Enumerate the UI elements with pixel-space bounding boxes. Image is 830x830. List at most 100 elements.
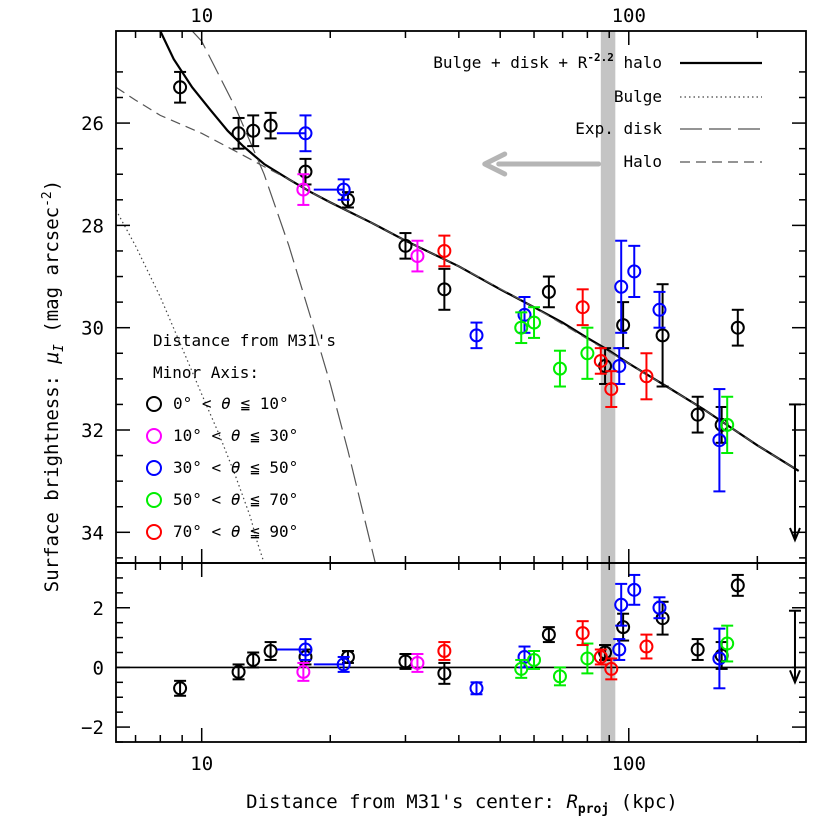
top-x-tick-label-10: 10 xyxy=(190,5,213,27)
residual-point-g4-2-marker xyxy=(552,669,567,684)
annotation-arrow-head xyxy=(482,151,508,177)
residual-point-g5-3 xyxy=(604,657,619,681)
data-point-g1-8 xyxy=(541,275,556,309)
y-tick-label-32: 32 xyxy=(81,420,104,442)
residual-point-g5-1 xyxy=(575,620,590,647)
data-point-g1-4-marker xyxy=(298,164,313,179)
data-point-g4-1-marker xyxy=(527,315,542,330)
residual-point-g4-2 xyxy=(552,666,567,687)
model-curve-halo xyxy=(116,86,800,472)
residual-point-g1-7 xyxy=(437,661,452,685)
data-point-g4-2 xyxy=(552,349,567,388)
residual-point-g4-0 xyxy=(514,658,529,679)
group-legend-label-g4: 50° < θ ≦ 70° xyxy=(173,490,298,509)
residual-point-g1-1 xyxy=(231,663,246,681)
residual-point-g1-1-marker xyxy=(231,664,246,679)
data-point-g5-4 xyxy=(639,352,654,401)
res-y-tick-label-0: 0 xyxy=(93,657,104,679)
group-legend-marker-g4 xyxy=(146,492,162,508)
residual-point-g2-0-marker xyxy=(296,664,311,679)
group-legend-label-g2: 10° < θ ≦ 30° xyxy=(173,426,298,445)
residual-point-g3-4 xyxy=(612,638,627,661)
data-point-g4-1 xyxy=(527,306,542,339)
residual-point-g1-12-marker xyxy=(690,642,705,657)
data-point-g3-7 xyxy=(652,290,667,329)
data-point-g4-3 xyxy=(580,326,595,380)
shaded-band-residual xyxy=(600,563,616,742)
y-tick-label-26: 26 xyxy=(81,113,104,135)
data-point-g4-4-marker xyxy=(720,417,735,432)
model-curve-bulge xyxy=(116,209,265,563)
residual-point-g1-3-marker xyxy=(263,644,278,659)
y-tick-label-28: 28 xyxy=(81,215,104,237)
data-point-g1-1 xyxy=(231,116,246,150)
residual-point-g5-1-marker xyxy=(575,626,590,641)
data-point-g5-2 xyxy=(593,347,608,375)
data-point-g3-1 xyxy=(313,178,351,201)
data-point-g1-6 xyxy=(398,232,413,260)
group-legend-marker-g1 xyxy=(146,396,162,412)
data-point-g2-0 xyxy=(296,173,311,206)
data-point-g1-0-marker xyxy=(173,80,188,95)
y-tick-label-34: 34 xyxy=(81,522,104,544)
data-point-g1-10-marker xyxy=(616,318,631,333)
legend-label-bulge: Bulge xyxy=(614,87,662,106)
data-point-g5-1 xyxy=(575,288,590,327)
x-axis-title: Distance from M31's center: Rproj (kpc) xyxy=(246,791,678,817)
data-point-g5-1-marker xyxy=(575,300,590,315)
data-point-g3-6-marker xyxy=(627,264,642,279)
data-point-g2-0-marker xyxy=(296,182,311,197)
residual-point-g3-1 xyxy=(313,655,351,673)
data-point-g1-14 xyxy=(730,308,745,347)
data-point-g1-7 xyxy=(437,267,452,311)
data-point-g3-8-marker xyxy=(712,433,727,448)
data-point-g2-1 xyxy=(410,239,425,273)
data-point-g1-10 xyxy=(616,301,631,350)
residual-point-g3-4-marker xyxy=(612,642,627,657)
group-legend-label-g1: 0° < θ ≦ 10° xyxy=(173,394,289,413)
residual-point-g5-2-marker xyxy=(593,649,608,664)
residual-point-g2-1-marker xyxy=(410,655,425,670)
residual-point-g3-2 xyxy=(469,681,484,696)
residual-point-g1-9-marker xyxy=(598,645,613,660)
residual-point-g1-2-marker xyxy=(246,652,261,667)
group-legend-title-line1: Distance from M31's xyxy=(153,331,336,350)
group-legend-marker-g5 xyxy=(146,524,162,540)
res-y-tick-label-2: 2 xyxy=(93,598,104,620)
group-legend-title-line2: Minor Axis: xyxy=(153,363,259,382)
group-legend-marker-g3 xyxy=(146,460,162,476)
main-panel-background xyxy=(116,31,806,563)
data-point-g4-3-marker xyxy=(580,346,595,361)
data-point-g2-1-marker xyxy=(410,249,425,264)
data-point-g1-0 xyxy=(173,70,188,104)
residual-point-g1-7-marker xyxy=(437,666,452,681)
data-point-g5-3-marker xyxy=(604,382,619,397)
residual-point-g4-3-marker xyxy=(580,651,595,666)
residual-point-g3-5 xyxy=(614,582,629,627)
angle-group-legend: Distance from M31's Minor Axis: 0° < θ ≦… xyxy=(146,331,336,541)
residual-point-g3-5-marker xyxy=(614,597,629,612)
data-point-g4-0-marker xyxy=(514,320,529,335)
residual-point-g3-8 xyxy=(712,627,727,690)
residual-point-g4-1 xyxy=(527,650,542,670)
group-legend-row-g2: 10° < θ ≦ 30° xyxy=(146,426,298,445)
data-point-g1-11-marker xyxy=(655,328,670,343)
data-point-g5-0 xyxy=(437,234,452,268)
y-axis-title: Surface brightness: μI (mag arcsec-2) xyxy=(40,180,67,592)
data-point-g4-0 xyxy=(514,311,529,345)
data-point-g1-12-marker xyxy=(690,407,705,422)
group-legend-row-g5: 70° < θ ≦ 90° xyxy=(146,522,298,541)
data-point-g1-8-marker xyxy=(541,284,556,299)
res-y-tick-label-minus2: −2 xyxy=(81,717,104,739)
y-tick-label-30: 30 xyxy=(81,318,104,340)
residual-point-g3-6-marker xyxy=(627,582,642,597)
data-point-g3-5-marker xyxy=(614,279,629,294)
residual-point-g5-0 xyxy=(437,641,452,661)
upper-limit-residual-head xyxy=(789,669,801,685)
residual-point-g1-14-marker xyxy=(730,578,745,593)
data-point-g5-0-marker xyxy=(437,243,452,258)
residual-point-g5-4-marker xyxy=(639,639,654,654)
residual-point-g1-0-marker xyxy=(173,681,188,696)
legend-label-halo: Halo xyxy=(623,152,662,171)
